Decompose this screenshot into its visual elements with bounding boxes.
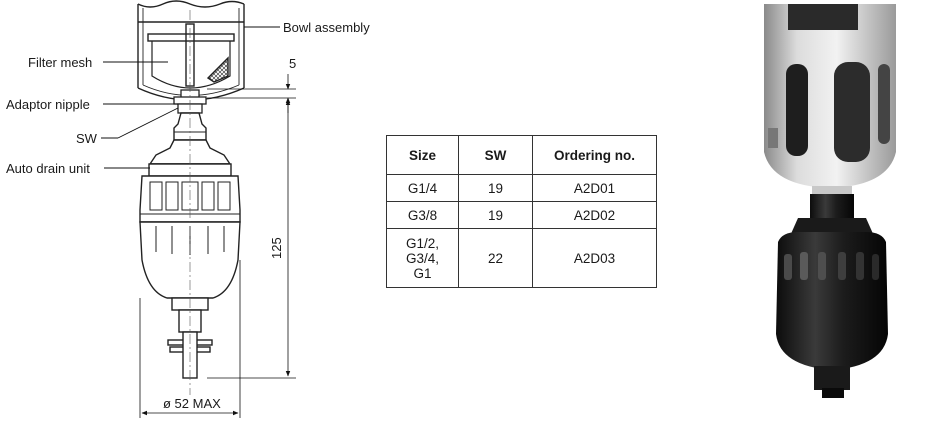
leader-lines bbox=[101, 26, 280, 169]
product-photo bbox=[764, 4, 896, 398]
dimension-height: 125 bbox=[269, 237, 284, 259]
table-header-row: Size SW Ordering no. bbox=[386, 135, 657, 175]
table-cell: A2D02 bbox=[532, 201, 657, 229]
table-cell: A2D03 bbox=[532, 228, 657, 288]
table-cell: 19 bbox=[458, 174, 533, 202]
dimension-gap: 5 bbox=[289, 56, 296, 71]
dimension-diameter: ø 52 MAX bbox=[163, 396, 221, 411]
ordering-table: Size SW Ordering no. G1/4 19 A2D01 G3/8 … bbox=[386, 135, 657, 288]
table-cell: 19 bbox=[458, 201, 533, 229]
table-header-size: Size bbox=[386, 135, 459, 175]
table-cell: G1/4 bbox=[386, 174, 459, 202]
table-cell: 22 bbox=[458, 228, 533, 288]
label-auto-drain-unit: Auto drain unit bbox=[6, 161, 90, 176]
table-header-sw: SW bbox=[458, 135, 533, 175]
table-row: G1/4 19 A2D01 bbox=[386, 174, 657, 202]
table-header-ordering-no: Ordering no. bbox=[532, 135, 657, 175]
dimension-lines bbox=[139, 74, 296, 418]
label-sw: SW bbox=[76, 131, 98, 146]
label-filter-mesh: Filter mesh bbox=[28, 55, 92, 70]
label-adaptor-nipple: Adaptor nipple bbox=[6, 97, 90, 112]
table-row: G1/2, G3/4, G1 22 A2D03 bbox=[386, 228, 657, 288]
table-cell: A2D01 bbox=[532, 174, 657, 202]
label-bowl-assembly: Bowl assembly bbox=[283, 20, 370, 35]
table-row: G3/8 19 A2D02 bbox=[386, 201, 657, 229]
drain-unit-photo bbox=[776, 186, 888, 398]
table-cell: G1/2, G3/4, G1 bbox=[386, 228, 459, 288]
bowl-assembly-drawing bbox=[137, 0, 245, 101]
filter-bowl-photo bbox=[764, 4, 896, 188]
table-cell: G3/8 bbox=[386, 201, 459, 229]
